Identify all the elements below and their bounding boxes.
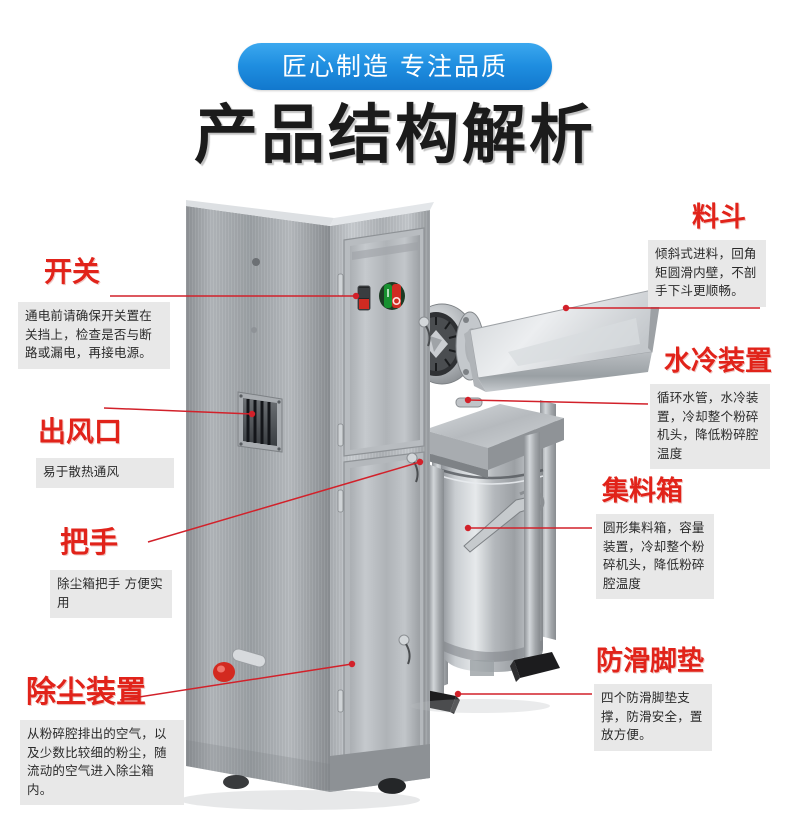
air-outlet-grille [237, 391, 283, 453]
annotation-title-handle: 把手 [60, 525, 119, 559]
cabinet-left-panel [186, 200, 334, 792]
annotation-body-dust-collector: 从粉碎腔排出的空气，以及少数比较细的粉尘，随流动的空气进入除尘箱内。 [20, 720, 184, 805]
annotation-body-anti-slip-feet: 四个防滑脚垫支撑，防滑安全，置放方便。 [594, 684, 712, 751]
anti-slip-foot-pad [510, 652, 560, 682]
annotation-body-water-cooling: 循环水管，水冷装置，冷却整个粉碎机头，降低粉碎腔温度 [650, 384, 770, 469]
annotation-body-hopper: 倾斜式进料，回角矩圆滑内壁，不剖手下斗更顺畅。 [648, 240, 766, 307]
annotation-title-anti-slip-feet: 防滑脚垫 [596, 646, 704, 677]
power-rocker-switch[interactable] [357, 285, 371, 311]
annotation-title-dust-collector: 除尘装置 [26, 675, 146, 710]
annotation-body-air-outlet: 易于散热通风 [36, 458, 174, 488]
slogan-badge-label: 匠心制造 专注品质 [282, 52, 508, 81]
annotation-title-switch: 开关 [44, 255, 101, 288]
feed-hopper [464, 289, 661, 392]
slogan-badge: 匠心制造 专注品质 [238, 43, 552, 90]
annotation-body-handle: 除尘箱把手 方便实用 [50, 570, 172, 618]
annotation-body-switch: 通电前请确保开关置在关挡上，检查是否与断路或漏电，再接电源。 [18, 302, 170, 369]
annotation-title-hopper: 料斗 [692, 202, 746, 233]
annotation-title-air-outlet: 出风口 [38, 415, 123, 448]
start-stop-button[interactable] [379, 282, 405, 310]
switch-panel [357, 282, 405, 311]
annotation-body-collection-box: 圆形集料箱，容量装置，冷却整个粉碎机头，降低粉碎腔温度 [596, 514, 714, 599]
annotation-title-water-cooling: 水冷装置 [664, 346, 772, 377]
page-title: 产品结构解析 [194, 99, 596, 173]
annotation-title-collection-box: 集料箱 [602, 476, 683, 507]
